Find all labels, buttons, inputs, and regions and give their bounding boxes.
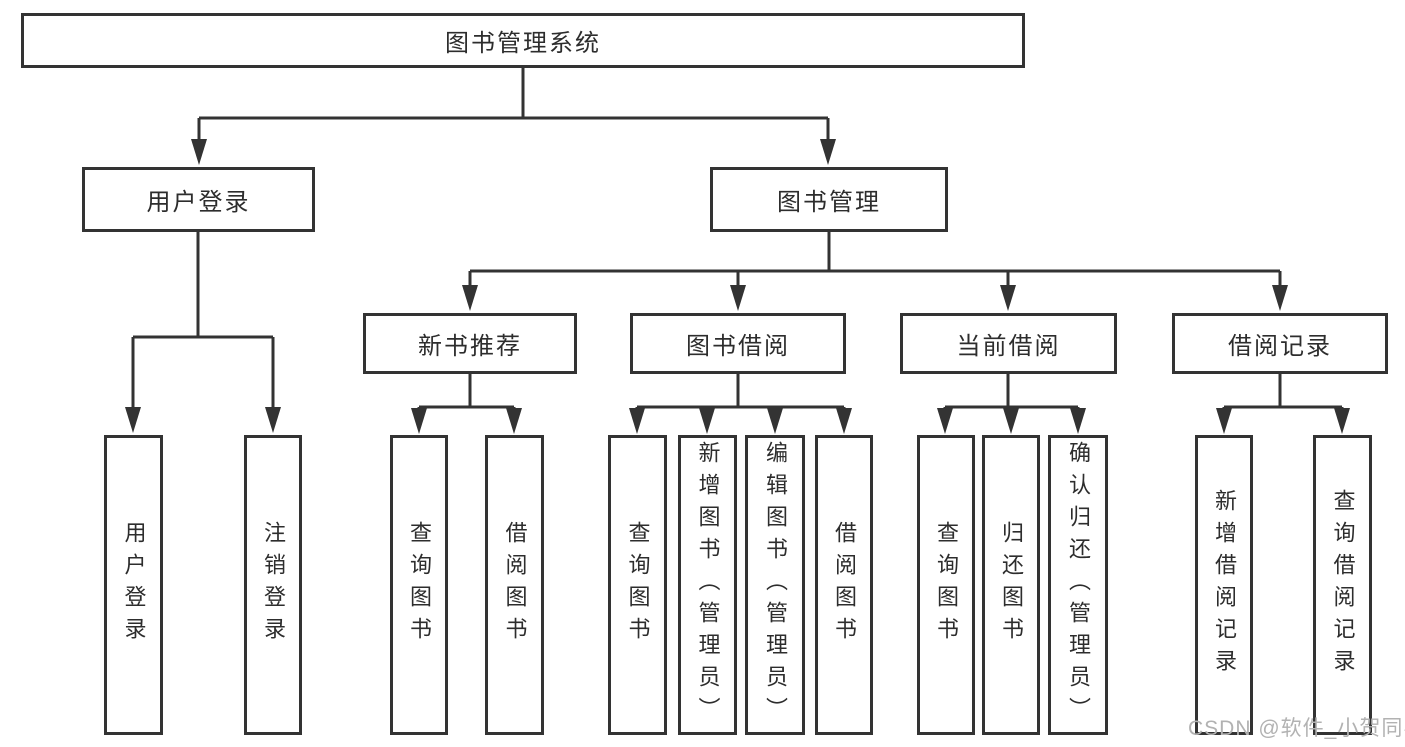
node-current-borrowing: 当前借阅 (900, 313, 1117, 374)
node-label: 查询借阅记录 (1330, 489, 1356, 681)
node-label: 用户登录 (146, 189, 251, 216)
node-label: 用户登录 (121, 521, 147, 649)
node-add-books-admin: 新增图书（管理员） (678, 435, 737, 735)
node-new-book-recommendation: 新书推荐 (363, 313, 577, 374)
node-label: 确认归还（管理员） (1066, 441, 1091, 729)
node-user-login-leaf: 用户登录 (104, 435, 163, 735)
node-label: 当前借阅 (956, 333, 1061, 360)
node-label: 图书管理系统 (445, 30, 601, 57)
node-label: 借阅图书 (832, 521, 857, 649)
node-label: 查询图书 (407, 521, 432, 649)
node-query-borrowing-record: 查询借阅记录 (1313, 435, 1372, 735)
node-user-login: 用户登录 (82, 167, 315, 232)
node-return-books: 归还图书 (982, 435, 1040, 735)
node-query-books: 查询图书 (917, 435, 975, 735)
node-add-borrowing-record: 新增借阅记录 (1195, 435, 1253, 735)
node-label: 注销登录 (261, 521, 286, 649)
node-query-books: 查询图书 (390, 435, 448, 735)
node-logout: 注销登录 (244, 435, 302, 735)
node-label: 新增借阅记录 (1212, 489, 1237, 681)
node-query-books: 查询图书 (608, 435, 667, 735)
node-label: 图书借阅 (686, 333, 790, 360)
node-book-borrowing: 图书借阅 (630, 313, 846, 374)
node-library-management-system: 图书管理系统 (21, 13, 1025, 68)
node-borrowing-records: 借阅记录 (1172, 313, 1388, 374)
node-label: 图书管理 (777, 189, 881, 216)
node-label: 新增图书（管理员） (695, 441, 721, 729)
node-borrow-books: 借阅图书 (485, 435, 544, 735)
csdn-watermark: CSDN @软件_小贺同学 (1188, 717, 1405, 740)
node-edit-books-admin: 编辑图书（管理员） (745, 435, 805, 735)
node-label: 归还图书 (999, 521, 1024, 649)
node-confirm-return-admin: 确认归还（管理员） (1048, 435, 1108, 735)
node-label: 查询图书 (625, 521, 651, 649)
node-label: 借阅图书 (502, 521, 528, 649)
node-label: 编辑图书（管理员） (763, 441, 788, 729)
node-book-management: 图书管理 (710, 167, 948, 232)
node-borrow-books: 借阅图书 (815, 435, 873, 735)
node-label: 查询图书 (934, 521, 959, 649)
node-label: 借阅记录 (1228, 333, 1332, 360)
node-label: 新书推荐 (418, 333, 522, 360)
